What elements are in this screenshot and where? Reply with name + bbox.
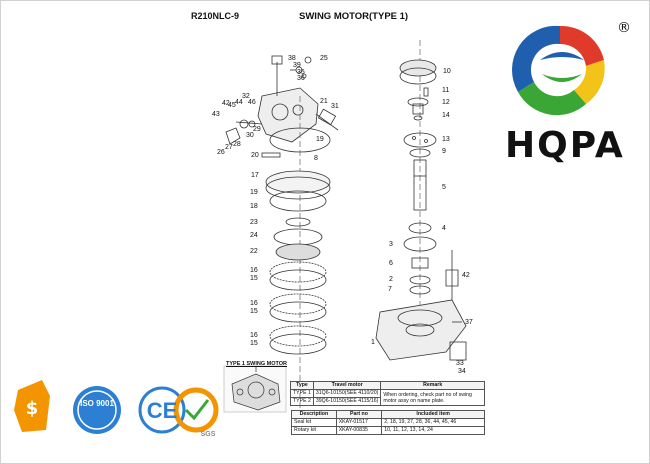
type-header: Type [290,381,314,390]
included-item-header: Included item [381,410,485,419]
model-number: R210NLC-9 [191,11,240,21]
inset-motor-picture [223,365,287,413]
part-callout: 7 [388,286,392,293]
part-callout: 27 [225,144,233,151]
part-callout: 15 [250,340,258,347]
part-callout: 16 [250,300,258,307]
part-callout: 8 [314,155,318,162]
part-callout: 9 [442,148,446,155]
part-callout: 13 [442,136,450,143]
sgs-badge-text: SGS [201,431,216,438]
part-callout: 29 [253,126,261,133]
travel-motor-header: Travel motor [312,381,382,390]
part-callout: 10 [443,68,451,75]
included-cell: 2, 18, 19, 27, 28, 36, 44, 45, 46 [381,418,485,427]
part-no-cell: XKAY-00835 [335,426,383,435]
part-callout: 36 [297,75,305,82]
part-callout: 16 [250,267,258,274]
registered-mark: ® [617,20,631,36]
part-callout: 37 [465,319,473,326]
kit-table: Description Part no Included item Seal k… [291,410,485,435]
part-callout: 22 [250,248,258,255]
diagram-title: SWING MOTOR(TYPE 1) [299,11,409,22]
part-callout: 14 [442,112,450,119]
part-callout: 28 [233,141,241,148]
included-cell: 10, 11, 12, 13, 14, 24 [381,426,485,435]
description-cell: Seal kit [291,418,337,427]
iso-badge-text: ISO 9001 [80,399,114,408]
part-callout: 44 [235,99,243,106]
part-callout: 30 [246,132,254,139]
part-callout: 21 [320,98,328,105]
ce-badge-text: CE [147,398,178,423]
part-callout: 1 [371,339,375,346]
remark-header: Remark [380,381,485,390]
motor-cell: 31Q6-10150(SEE 4110/20) [312,389,382,398]
part-callout: 42 [462,272,470,279]
part-callout: 26 [217,149,225,156]
motor-cell: 39Q6-10150(SEE 4115/16) [312,397,382,406]
part-callout: 20 [251,152,259,159]
part-callout: 15 [250,308,258,315]
part-callout: 16 [250,332,258,339]
description-cell: Rotary kit [291,426,337,435]
part-callout: 19 [250,189,258,196]
part-callout: 43 [212,111,220,118]
part-callout: 17 [251,172,259,179]
type-table: Type Travel motor Remark TYPE 1 31Q6-101… [290,381,485,406]
part-no-header: Part no [335,410,383,419]
part-callout: 3 [389,241,393,248]
type-cell: TYPE 1 [290,389,314,398]
part-callout: 6 [389,260,393,267]
table-row: TYPE 1 31Q6-10150(SEE 4110/20) When orde… [290,389,485,406]
type-table-header: Type Travel motor Remark [290,381,485,390]
part-callout: 38 [288,55,296,62]
part-callout: 35 [297,69,305,76]
table-row: Seal kit XKAY-01517 2, 18, 19, 27, 28, 3… [291,418,485,427]
part-callout: 15 [250,275,258,282]
type-cell: TYPE 2 [290,397,314,406]
part-callout: 23 [250,219,258,226]
cert-badges: $ [14,380,219,434]
part-callout: 25 [320,55,328,62]
part-callout: 33 [456,360,464,367]
hqpa-logo-emblem [511,25,605,116]
part-callout: 32 [242,93,250,100]
description-header: Description [291,410,337,419]
part-callout: 5 [442,184,446,191]
part-callout: 42 [222,100,230,107]
kit-table-header: Description Part no Included item [291,410,485,419]
part-callout: 39 [293,62,301,69]
part-callout: 19 [316,136,324,143]
part-callout: 11 [442,87,449,94]
svg-text:$: $ [26,398,39,419]
inset-title: TYPE 1 SWING MOTOR [226,361,288,367]
part-callout: 2 [389,276,393,283]
part-callout: 4 [442,225,446,232]
part-callout: 34 [458,368,466,375]
part-callout: 12 [442,99,450,106]
part-callout: 45 [228,102,236,109]
part-callout: 31 [331,103,339,110]
remark-cell: When ordering, check part no of swing mo… [380,389,485,406]
brand-name: HQPA [505,125,625,166]
part-callout: 24 [250,232,258,239]
table-row: TYPE 2 39Q6-10150(SEE 4115/16) [290,397,485,406]
part-no-cell: XKAY-01517 [335,418,383,427]
part-callout: 46 [248,99,256,106]
part-callout: 18 [250,203,258,210]
table-row: Rotary kit XKAY-00835 10, 11, 12, 13, 14… [291,426,485,435]
